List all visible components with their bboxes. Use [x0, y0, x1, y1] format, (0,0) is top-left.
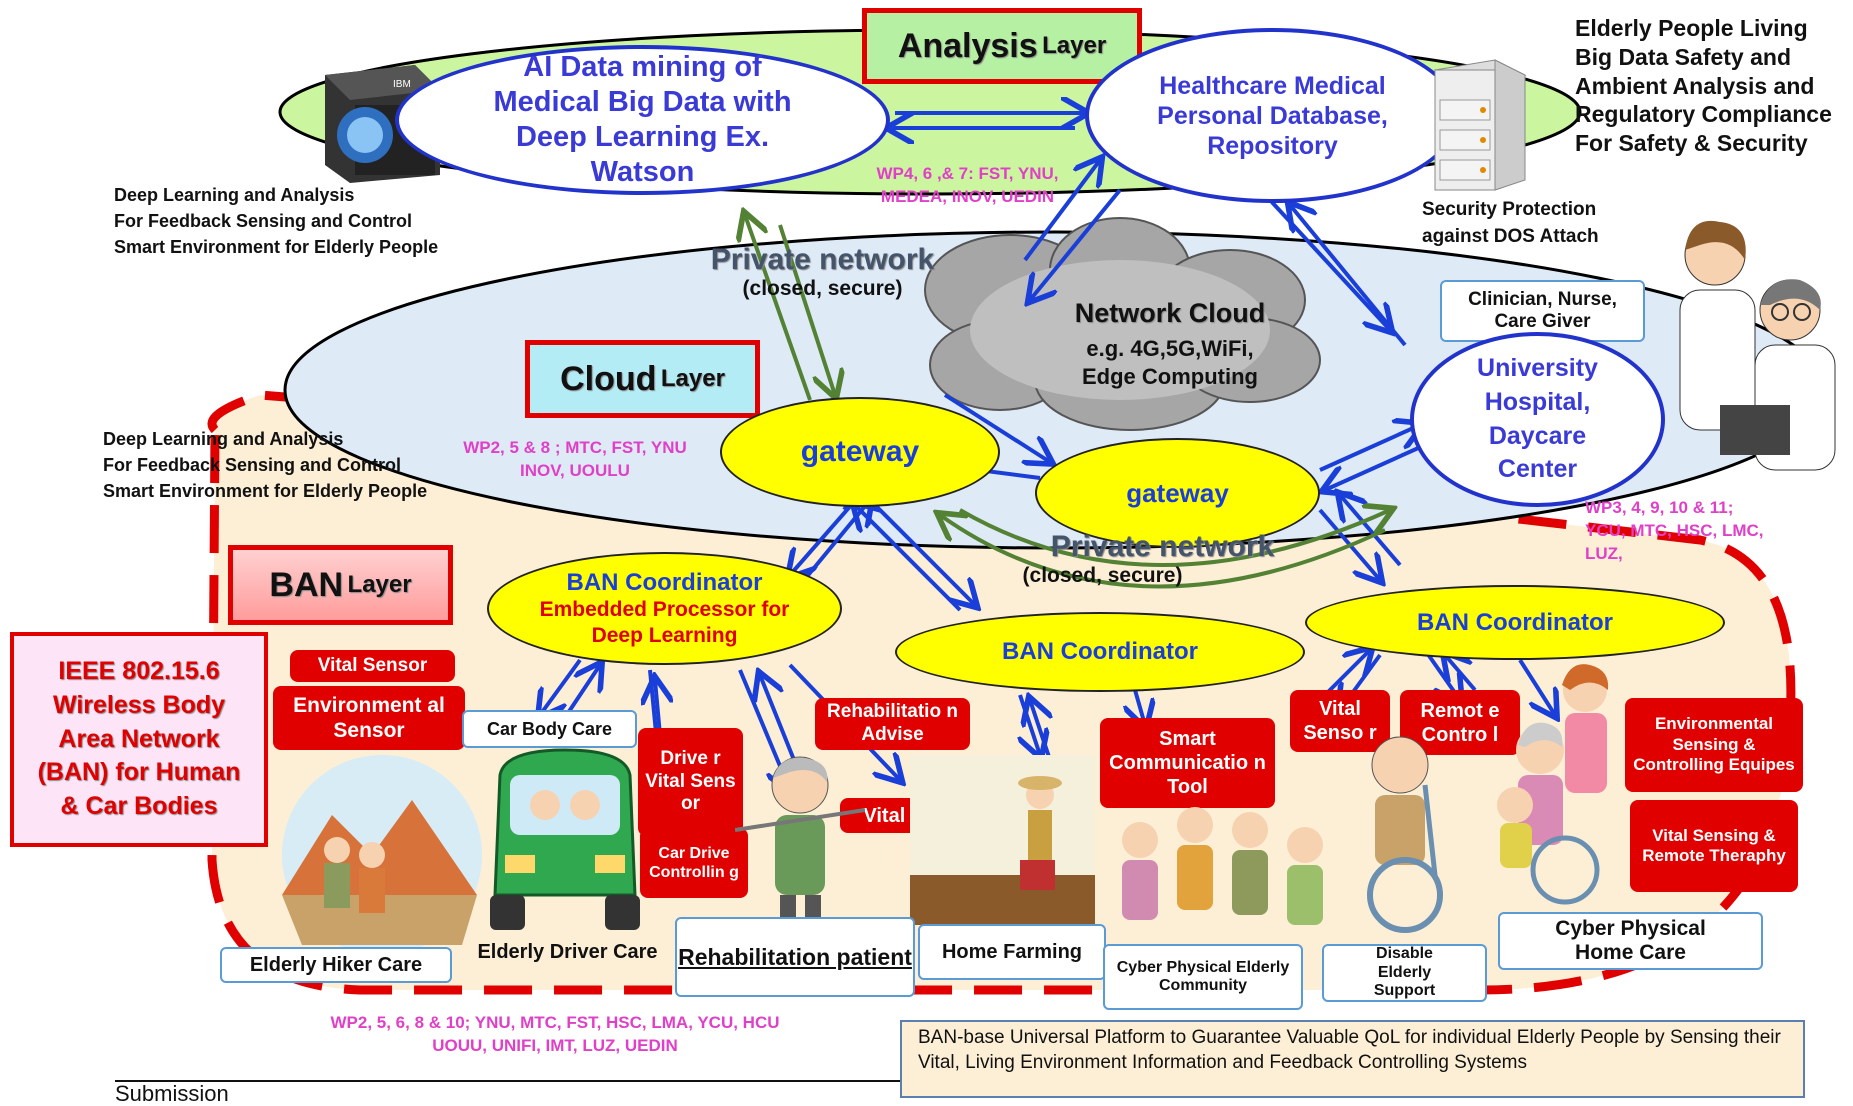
- deep-learning-note-bottom-line-1: Deep Learning and Analysis: [103, 429, 344, 449]
- farmer-icon: [910, 755, 1095, 925]
- deep-learning-note-bottom: Deep Learning and Analysis For Feedback …: [103, 426, 523, 504]
- remote-control-label: Remot e Contro l: [1400, 690, 1520, 755]
- network-cloud-title: Network Cloud: [1074, 298, 1266, 328]
- driver-vital-sensor-label: Drive r Vital Sens or: [638, 728, 743, 836]
- submission-label: Submission: [115, 1081, 229, 1106]
- car-body-care-caption: Car Body Care: [462, 710, 637, 748]
- environmental-controlling-label: Environmental Sensing & Controlling Equi…: [1625, 698, 1803, 792]
- gateway-2[interactable]: gateway: [1035, 438, 1320, 548]
- vital-sensor-label: Vital Sensor: [290, 650, 455, 682]
- vital-remote-therapy-label: Vital Sensing & Remote Theraphy: [1630, 800, 1798, 892]
- gateway-1-label: gateway: [800, 435, 920, 468]
- ban-coordinator-1-title: BAN Coordinator: [566, 569, 763, 597]
- wp-cloud: WP2, 5 & 8 ; MTC, FST, YNU INOV, UOULU: [425, 437, 725, 483]
- cyber-physical-community-caption: Cyber Physical Elderly Community: [1103, 944, 1303, 1010]
- ban-layer-label: BAN Layer: [228, 545, 453, 625]
- ban-coordinator-2-label: BAN Coordinator: [1002, 638, 1198, 665]
- green-arrows: [745, 215, 1390, 589]
- network-cloud-label: Network Cloud e.g. 4G,5G,WiFi, Edge Comp…: [1025, 298, 1315, 390]
- vital-senso-label: Vital Senso r: [1290, 690, 1390, 752]
- environmental-sensor-label: Environment al Sensor: [273, 686, 465, 750]
- wp-right-line-1: WP3, 4, 9, 10 & 11;: [1585, 498, 1734, 517]
- private-network-top: Private network (closed, secure): [690, 243, 955, 301]
- private-network-top-title: Private network: [710, 243, 935, 276]
- rehabilitation-advise-label: Rehabilitatio n Advise: [815, 698, 970, 750]
- platform-description: BAN-base Universal Platform to Guarantee…: [900, 1020, 1805, 1098]
- wp-bottom-line-1: WP2, 5, 6, 8 & 10; YNU, MTC, FST, HSC, L…: [330, 1013, 780, 1032]
- ieee-box: IEEE 802.15.6 Wireless Body Area Network…: [10, 632, 268, 847]
- community-icon: [1095, 790, 1345, 955]
- private-network-top-sub: (closed, secure): [742, 277, 903, 300]
- ban-coordinator-1-sub: Embedded Processor for Deep Learning: [539, 598, 790, 647]
- svg-text:IBM: IBM: [393, 79, 411, 90]
- deep-learning-note-top-line-1: Deep Learning and Analysis: [114, 185, 355, 205]
- university-hospital-label: University Hospital, Daycare Center: [1477, 354, 1598, 484]
- car-icon: [485, 745, 645, 935]
- clinicians-icon: [1660, 210, 1850, 480]
- ban-coordinator-2[interactable]: BAN Coordinator: [895, 612, 1305, 692]
- healthcare-database-node[interactable]: Healthcare Medical Personal Database, Re…: [1085, 28, 1460, 203]
- server-rack-icon: [1425, 55, 1530, 195]
- private-network-bottom-sub: (closed, secure): [1022, 564, 1183, 587]
- submission-rule: [115, 1080, 900, 1082]
- rehabilitation-patient-caption: Rehabilitation patient: [675, 917, 915, 997]
- gateway-1[interactable]: gateway: [720, 397, 1000, 507]
- analysis-layer-sub: Layer: [1042, 32, 1107, 59]
- deep-learning-note-top-line-2: For Feedback Sensing and Control: [114, 211, 413, 232]
- private-network-bottom: Private network (closed, secure): [965, 530, 1300, 588]
- network-cloud-sub: e.g. 4G,5G,WiFi, Edge Computing: [1082, 336, 1258, 389]
- analysis-layer-label: Analysis Layer: [862, 8, 1142, 84]
- clinician-box: Clinician, Nurse, Care Giver: [1440, 280, 1645, 342]
- top-right-note: Elderly People Living Big Data Safety an…: [1575, 15, 1832, 156]
- ai-data-mining-node[interactable]: AI Data mining of Medical Big Data with …: [395, 45, 890, 195]
- home-farming-caption: Home Farming: [918, 924, 1106, 980]
- healthcare-database-label: Healthcare Medical Personal Database, Re…: [1157, 71, 1388, 160]
- car-drive-controlling-label: Car Drive Controllin g: [640, 828, 748, 898]
- ban-coordinator-3[interactable]: BAN Coordinator: [1305, 585, 1725, 660]
- wheelchair-icon: [1345, 725, 1465, 940]
- disable-elderly-support-caption: Disable Elderly Support: [1322, 944, 1487, 1002]
- wp-top-line-2: MEDEA, INOV, UEDIN: [880, 186, 1055, 206]
- ieee-label: IEEE 802.15.6 Wireless Body Area Network…: [37, 657, 241, 821]
- elderly-hiker-care-caption: Elderly Hiker Care: [220, 947, 452, 983]
- smart-communication-label: Smart Communicatio n Tool: [1100, 718, 1275, 808]
- deep-learning-note-top: Deep Learning and Analysis For Feedback …: [114, 182, 534, 260]
- cloud-layer-main: Cloud: [560, 359, 657, 398]
- wp-bottom: WP2, 5, 6, 8 & 10; YNU, MTC, FST, HSC, L…: [270, 1012, 840, 1058]
- cyber-physical-home-care-caption: Cyber Physical Home Care: [1498, 912, 1763, 970]
- ai-data-mining-label: AI Data mining of Medical Big Data with …: [493, 51, 792, 188]
- gateway-2-label: gateway: [1126, 477, 1229, 508]
- cloud-layer-label: Cloud Layer: [525, 340, 760, 418]
- wp-cloud-line-2: INOV, UOULU: [520, 460, 630, 480]
- wp-right: WP3, 4, 9, 10 & 11; YCU, MTC, HSC, LMC, …: [1585, 497, 1795, 566]
- wp-right-line-3: LUZ,: [1585, 543, 1623, 563]
- hikers-icon: [262, 745, 502, 955]
- wp-right-line-2: YCU, MTC, HSC, LMC,: [1585, 520, 1764, 540]
- ban-coordinator-1[interactable]: BAN Coordinator Embedded Processor for D…: [487, 552, 842, 665]
- analysis-layer-main: Analysis: [897, 26, 1038, 65]
- cloud-layer-sub: Layer: [660, 365, 725, 392]
- security-note: Security Protection against DOS Attach: [1422, 199, 1599, 247]
- deep-learning-note-top-line-3: Smart Environment for Elderly People: [114, 237, 439, 258]
- elderly-driver-care-caption: Elderly Driver Care: [477, 941, 658, 963]
- private-network-bottom-title: Private network: [1050, 530, 1275, 563]
- wp-bottom-line-2: UOUU, UNIFI, IMT, LUZ, UEDIN: [432, 1035, 678, 1055]
- wp-top: WP4, 6 ,& 7: FST, YNU, MEDEA, INOV, UEDI…: [855, 163, 1080, 209]
- deep-learning-note-bottom-line-3: Smart Environment for Elderly People: [103, 481, 428, 502]
- ban-layer-sub: Layer: [347, 571, 412, 598]
- deep-learning-note-bottom-line-2: For Feedback Sensing and Control: [103, 455, 402, 476]
- ban-coordinator-3-label: BAN Coordinator: [1417, 608, 1613, 636]
- wp-top-line-1: WP4, 6 ,& 7: FST, YNU,: [876, 164, 1059, 183]
- family-icon: [1490, 655, 1630, 910]
- university-hospital-node[interactable]: University Hospital, Daycare Center: [1410, 332, 1665, 507]
- wp-cloud-line-1: WP2, 5 & 8 ; MTC, FST, YNU: [463, 438, 687, 457]
- ban-layer-main: BAN: [269, 565, 344, 604]
